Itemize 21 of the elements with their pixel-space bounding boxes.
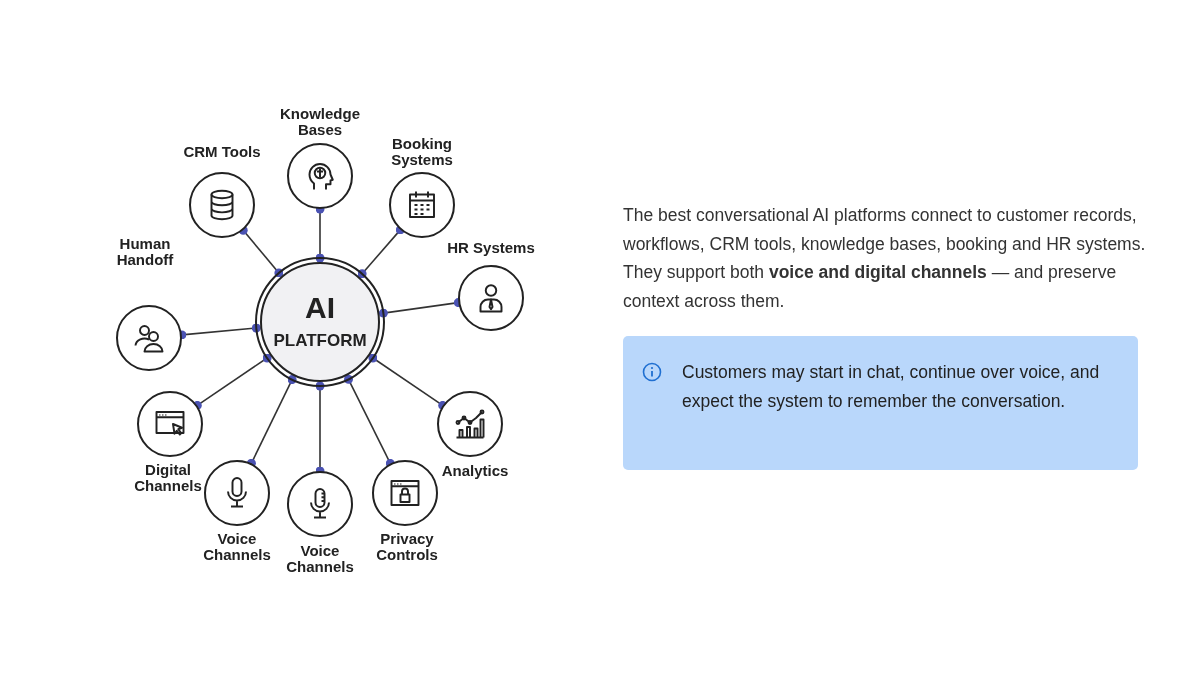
- callout-text: Customers may start in chat, continue over voice, and expect the system to remember the conversation.: [682, 361, 1101, 413]
- connector-line: [344, 374, 395, 468]
- node-label: HR Systems: [446, 240, 536, 256]
- connector-line: [357, 225, 405, 279]
- node-label: Privacy Controls: [375, 531, 439, 563]
- hub-title: AI: [304, 292, 336, 324]
- node-label: Analytics: [440, 463, 510, 479]
- node-label: Knowledge Bases: [279, 106, 361, 138]
- description-paragraph: The best conversational AI platforms connect to customer records, workflows, CRM tools, knowledge bases, booking and HR systems. They support both voice and digital channels — and preserve context across them.: [623, 204, 1147, 313]
- node-label: Booking Systems: [390, 136, 454, 168]
- node-label: Digital Channels: [133, 462, 203, 494]
- info-callout: [623, 336, 1138, 470]
- node-label: CRM Tools: [182, 144, 262, 160]
- connector-line: [192, 353, 272, 410]
- node-label: Voice Channels: [285, 543, 355, 575]
- node-label: Human Handoff: [115, 236, 175, 268]
- connector-line: [246, 375, 297, 468]
- connector-line: [368, 353, 448, 410]
- node-label: Voice Channels: [202, 531, 272, 563]
- hub-subtitle: PLATFORM: [272, 330, 368, 350]
- connector-line: [238, 225, 284, 278]
